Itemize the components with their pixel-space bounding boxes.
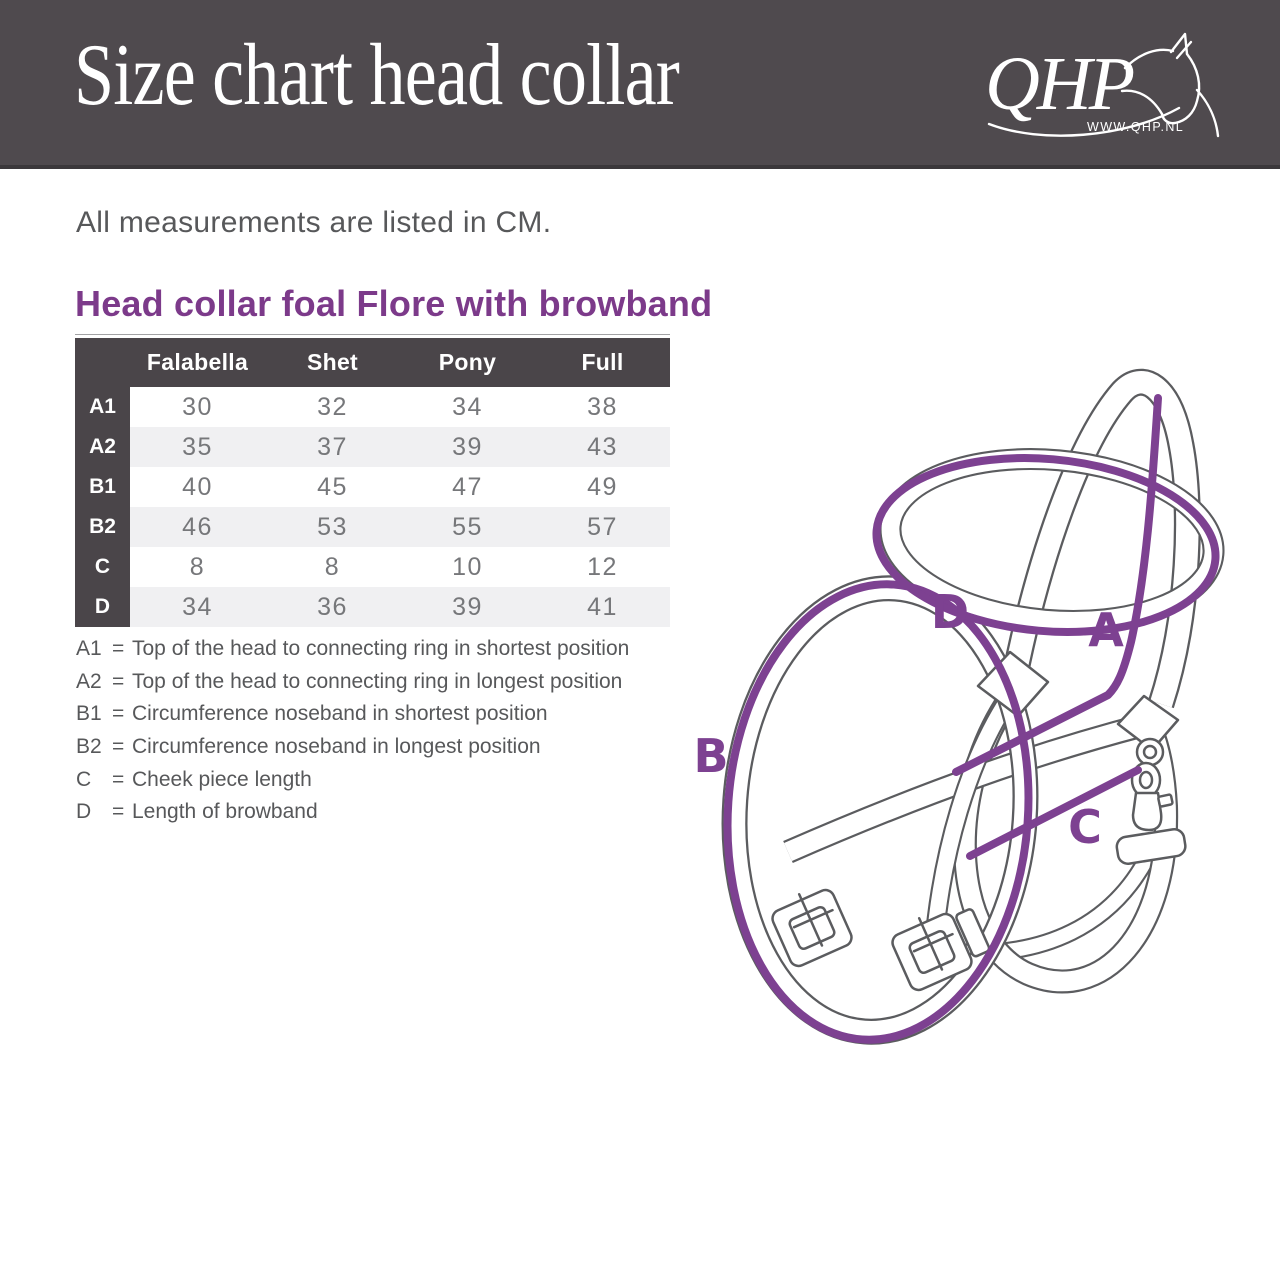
connecting-ring	[1135, 737, 1165, 767]
buckle-left	[771, 888, 853, 968]
legend-code: B1	[76, 702, 102, 726]
legend-code: D	[76, 800, 92, 824]
qhp-logo: QHP WWW.QHP.NL	[975, 28, 1235, 148]
table-cell: 46	[130, 507, 265, 547]
table-cell: 39	[400, 427, 535, 467]
row-label: B2	[75, 507, 130, 547]
row-label: B1	[75, 467, 130, 507]
legend-description: Top of the head to connecting ring in lo…	[132, 669, 623, 693]
table-cell: 49	[535, 467, 670, 507]
measure-line-A	[952, 394, 1162, 776]
heading-rule	[75, 334, 670, 335]
table-cell: 32	[265, 387, 400, 427]
brand-wordmark: QHP	[985, 42, 1135, 126]
column-header: Shet	[265, 338, 400, 387]
cheek-strap-left	[924, 694, 1017, 945]
row-label: C	[75, 547, 130, 587]
table-cell: 10	[400, 547, 535, 587]
measure-line-D	[872, 454, 1220, 636]
table-cell: 35	[130, 427, 265, 467]
legend-equals: =	[112, 669, 125, 693]
table-cell: 12	[535, 547, 670, 587]
measurement-legend: A1 = Top of the head to connecting ring …	[76, 633, 629, 829]
horse-head-icon	[987, 32, 1220, 138]
legend-code: A1	[76, 637, 102, 661]
legend-description: Cheek piece length	[132, 767, 312, 791]
column-header: Full	[535, 338, 670, 387]
legend-code: B2	[76, 735, 102, 759]
diagram-label-d: D	[931, 585, 969, 639]
legend-equals: =	[112, 637, 125, 661]
noseband-far-loop	[952, 698, 1179, 994]
crown-piece	[998, 368, 1201, 709]
table-cell: 40	[130, 467, 265, 507]
legend-description: Circumference noseband in longest positi…	[132, 735, 541, 759]
brand-website: WWW.QHP.NL	[1087, 120, 1185, 134]
header-banner: Size chart head collar QHP WWW.QHP.NL	[0, 0, 1280, 169]
diagram-label-b: B	[693, 729, 728, 783]
size-table: Falabella Shet Pony Full A1 30 32 34 38 …	[75, 338, 670, 627]
measurement-note: All measurements are listed in CM.	[76, 206, 552, 239]
row-label: A1	[75, 387, 130, 427]
legend-description: Circumference noseband in shortest posit…	[132, 702, 548, 726]
table-cell: 55	[400, 507, 535, 547]
table-cell: 53	[265, 507, 400, 547]
section-heading: Head collar foal Flore with browband	[75, 283, 713, 324]
page-title: Size chart head collar	[74, 27, 680, 124]
table-cell: 38	[535, 387, 670, 427]
row-label: A2	[75, 427, 130, 467]
table-cell: 57	[535, 507, 670, 547]
table-cell: 30	[130, 387, 265, 427]
legend-description: Length of browband	[132, 800, 318, 824]
diagram-label-a: A	[1088, 603, 1124, 657]
table-cell: 34	[400, 387, 535, 427]
legend-description: Top of the head to connecting ring in sh…	[132, 637, 630, 661]
legend-equals: =	[112, 735, 125, 759]
table-cell: 45	[265, 467, 400, 507]
legend-equals: =	[112, 767, 125, 791]
snap-hook	[1115, 761, 1187, 865]
table-cell: 47	[400, 467, 535, 507]
buckle-right	[891, 908, 991, 992]
table-corner-cell	[75, 338, 130, 387]
measure-line-C	[966, 766, 1142, 860]
head-collar-diagram: D A B C	[693, 368, 1225, 1045]
table-cell: 43	[535, 427, 670, 467]
table-cell: 34	[130, 587, 265, 627]
table-cell: 37	[265, 427, 400, 467]
table-cell: 8	[130, 547, 265, 587]
legend-equals: =	[112, 702, 125, 726]
row-label: D	[75, 587, 130, 627]
column-header: Pony	[400, 338, 535, 387]
legend-code: A2	[76, 669, 102, 693]
legend-equals: =	[112, 800, 125, 824]
table-cell: 41	[535, 587, 670, 627]
table-cell: 36	[265, 587, 400, 627]
column-header: Falabella	[130, 338, 265, 387]
table-cell: 8	[265, 547, 400, 587]
legend-code: C	[76, 767, 92, 791]
table-cell: 39	[400, 587, 535, 627]
diagram-label-c: C	[1068, 800, 1102, 854]
